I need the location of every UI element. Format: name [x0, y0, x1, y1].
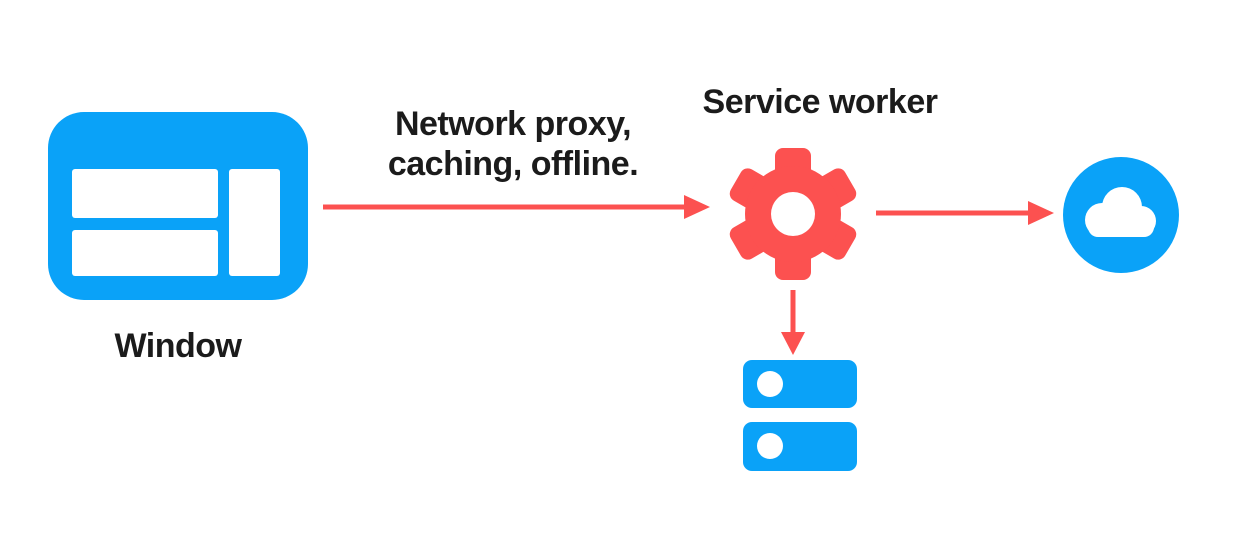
cloud-icon — [1063, 157, 1179, 273]
arrow-service-worker-to-storage — [781, 290, 805, 355]
storage-stack-icon — [743, 360, 857, 471]
edge-caption: Network proxy,caching, offline. — [363, 104, 663, 184]
edge-caption-line1: Network proxy, — [394, 105, 632, 143]
arrow-service-worker-to-network — [876, 201, 1054, 225]
edge-caption-line2: caching, offline. — [387, 145, 639, 183]
service-worker-label: Service worker — [702, 83, 938, 121]
browser-window-icon — [48, 112, 308, 300]
window-label: Window — [114, 327, 243, 365]
arrow-window-to-service-worker — [323, 195, 710, 219]
gear-icon — [729, 148, 857, 280]
